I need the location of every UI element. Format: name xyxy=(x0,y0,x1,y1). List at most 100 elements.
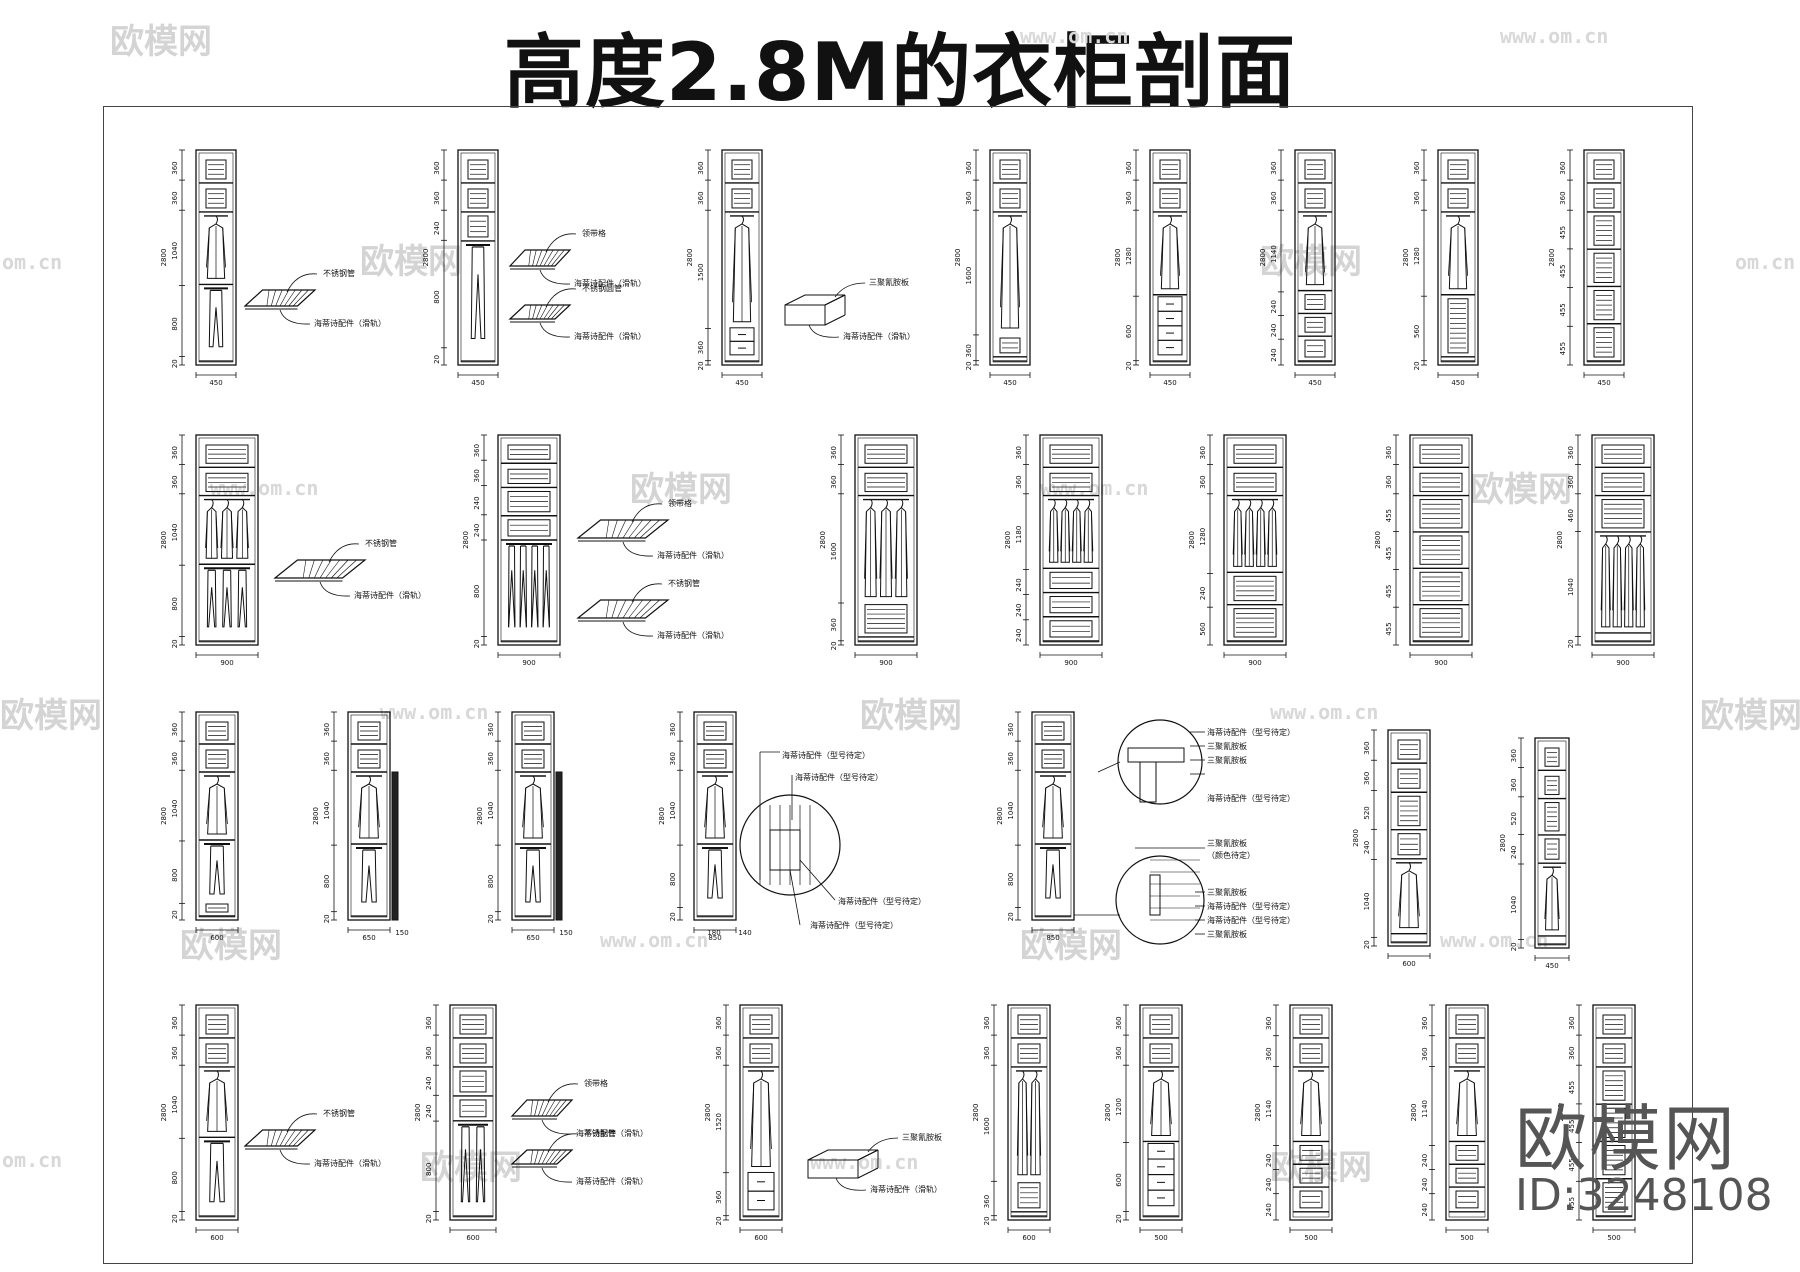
folded-clothes xyxy=(1419,472,1463,493)
dimension-value: 360 xyxy=(1125,161,1133,174)
width-dimension: 600 xyxy=(1387,953,1431,968)
jacket-sleeve xyxy=(1544,879,1548,919)
jacket-sleeve xyxy=(230,511,234,549)
cabinet-inner xyxy=(198,714,236,918)
jacket-sleeve xyxy=(889,511,893,579)
jacket-sleeve xyxy=(767,1082,772,1149)
dimension-value: 240 xyxy=(1363,841,1371,854)
jacket-sleeve xyxy=(1079,511,1082,552)
folded-clothes xyxy=(459,1014,487,1035)
folded-clothes-stack xyxy=(1159,188,1181,209)
dimension-value: 360 xyxy=(1115,1016,1123,1029)
dimension-value: 240 xyxy=(1421,1178,1429,1191)
dimension-value: 450 xyxy=(1597,379,1610,387)
dimension-value: 240 xyxy=(1510,846,1518,859)
jacket-sleeve xyxy=(1600,547,1603,611)
jacket-outline xyxy=(1060,506,1070,563)
folded-clothes xyxy=(1304,159,1326,180)
jacket-sleeve xyxy=(1305,227,1309,273)
jacket-outline xyxy=(705,783,725,839)
hanging-pants xyxy=(208,289,224,348)
tray-rail xyxy=(539,249,548,267)
folded-clothes xyxy=(1017,1014,1041,1035)
cabinet-frame xyxy=(457,149,499,366)
hanging-jacket xyxy=(206,1070,228,1132)
total-height: 2800 xyxy=(1188,531,1196,549)
cabinet-frame xyxy=(195,711,239,921)
pants-outline xyxy=(470,246,486,339)
hanging-jacket xyxy=(1232,499,1243,567)
jacket-sleeve xyxy=(1464,227,1468,276)
cabinet-frame xyxy=(1007,1004,1051,1221)
dimension-value: 455 xyxy=(1568,1120,1576,1133)
folded-clothes xyxy=(1601,444,1645,464)
folded-clothes xyxy=(205,721,229,741)
folded-clothes xyxy=(1593,215,1615,246)
accessory-label: 不锈钢圆管 xyxy=(582,283,622,293)
watermark-url: www.om.cn xyxy=(1440,928,1549,952)
dimension-value: 20 xyxy=(1363,940,1371,949)
tray-rail xyxy=(553,1099,567,1117)
jacket-sleeve xyxy=(1263,511,1266,555)
hanging-jacket xyxy=(1305,215,1325,286)
dimension-value: 900 xyxy=(220,659,233,667)
cabinet-inner xyxy=(857,437,915,643)
hanging-pants xyxy=(707,849,723,899)
folded-clothes xyxy=(467,188,489,209)
watermark-url: www.om.cn xyxy=(1500,24,1609,48)
dimension-value: 360 xyxy=(1015,475,1023,488)
cabinet-frame xyxy=(1289,1004,1333,1221)
dimension-value: 360 xyxy=(473,469,481,482)
tray-rail xyxy=(551,304,565,320)
dimension-value: 850 xyxy=(1046,934,1059,942)
jacket-sleeve xyxy=(1167,1082,1172,1125)
folded-clothes-stack xyxy=(1397,768,1421,789)
jacket-sleeve xyxy=(223,787,228,825)
jacket-sleeve xyxy=(1056,511,1059,552)
jacket-outline xyxy=(1601,543,1611,628)
dimension-value: 360 xyxy=(1363,772,1371,785)
tray-rail xyxy=(622,599,635,619)
folded-clothes-stack xyxy=(864,472,908,493)
dimension-value: 1140 xyxy=(1265,1100,1273,1118)
leader-line xyxy=(286,1113,318,1133)
folded-clothes-stack xyxy=(1601,499,1645,529)
tray-rail xyxy=(266,289,270,307)
tray-rail xyxy=(319,559,332,579)
total-height: 2800 xyxy=(1374,531,1382,549)
dimension-value: 360 xyxy=(830,475,838,488)
cabinet-inner xyxy=(1226,437,1284,643)
tray-rail xyxy=(532,304,537,320)
jacket-sleeve xyxy=(1631,547,1634,611)
accessory-label: 不锈钢管 xyxy=(323,1108,355,1118)
dimension-value: 20 xyxy=(1510,942,1518,951)
folded-clothes xyxy=(749,1043,773,1064)
hanger-hook xyxy=(226,499,229,508)
folded-clothes-stack xyxy=(1419,444,1463,464)
dimension-value: 20 xyxy=(433,355,441,364)
jacket-sleeve xyxy=(732,227,736,303)
leader-line xyxy=(622,541,654,557)
pants-outline xyxy=(237,570,248,628)
folded-clothes xyxy=(459,1099,487,1118)
folded-clothes xyxy=(1419,608,1463,638)
cabinet-frame xyxy=(195,434,259,646)
watermark: 欧模网 xyxy=(110,22,212,62)
folded-clothes-stack xyxy=(1447,298,1469,354)
dimension-value: 650 xyxy=(526,934,539,942)
jacket-sleeve xyxy=(1000,227,1004,308)
folded-clothes xyxy=(1299,1144,1323,1161)
dimension-value: 500 xyxy=(1304,1234,1317,1242)
hanger-hook xyxy=(1009,215,1012,225)
width-dimension: 450 xyxy=(195,372,237,387)
cabinet-inner xyxy=(1440,152,1476,363)
hanging-jacket xyxy=(1255,499,1266,567)
tray-rail xyxy=(622,519,635,539)
total-height: 2800 xyxy=(1004,531,1012,549)
